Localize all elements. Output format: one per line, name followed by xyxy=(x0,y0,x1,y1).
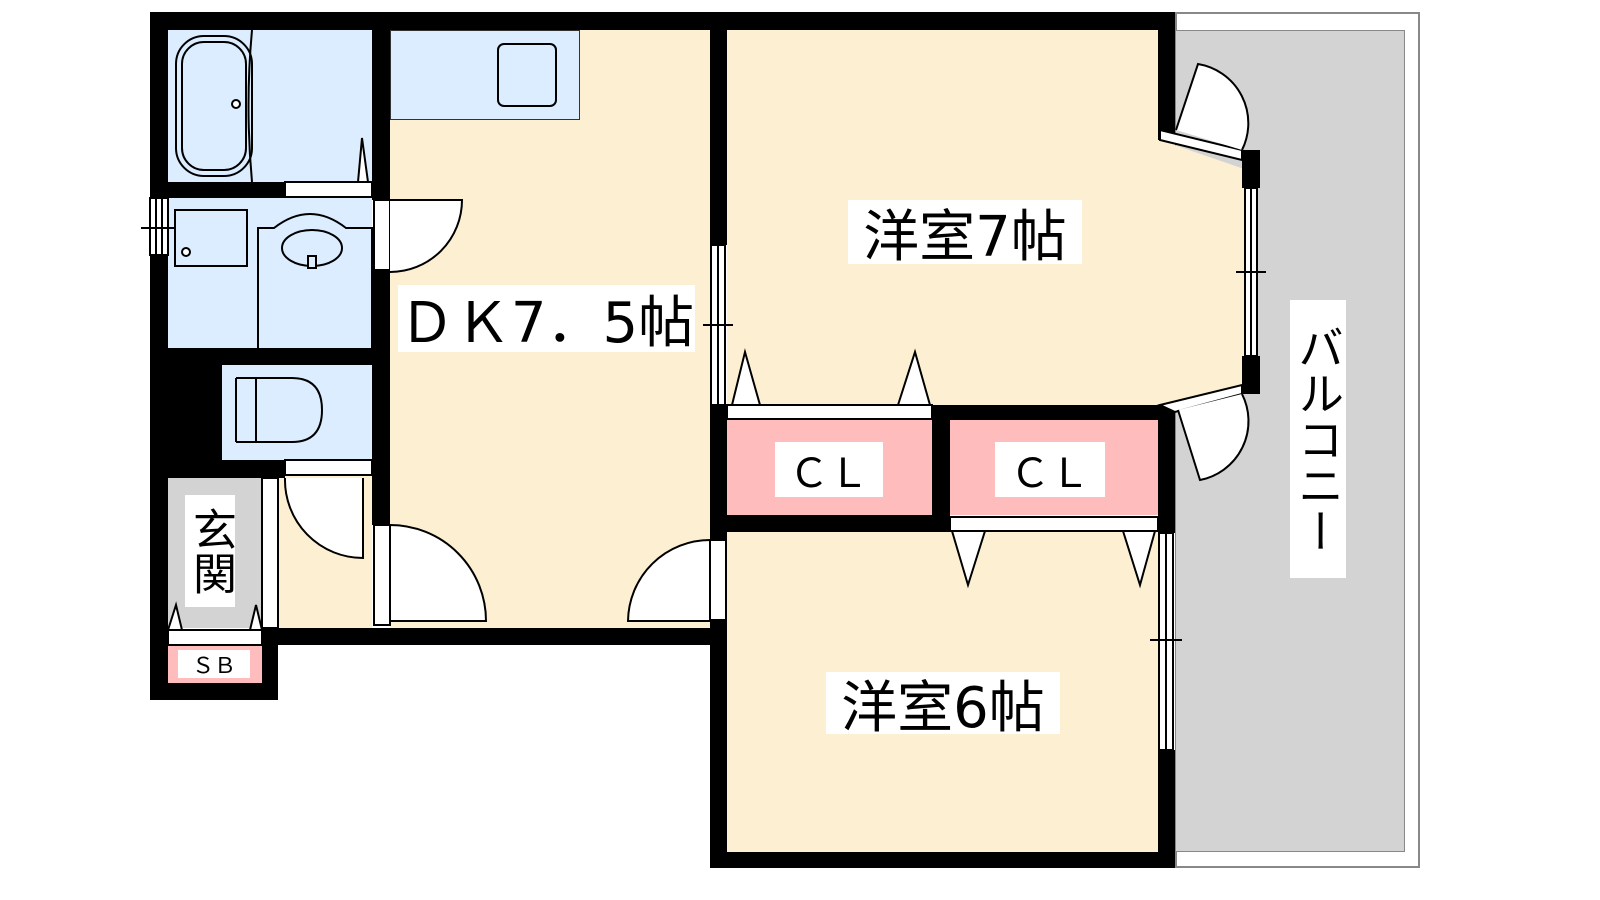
sink xyxy=(497,43,557,107)
western7-label: 洋室7帖 xyxy=(848,200,1082,270)
washing-machine xyxy=(174,209,248,267)
wall xyxy=(710,852,1175,868)
bathtub xyxy=(175,35,253,177)
wall xyxy=(1158,405,1175,533)
shoe-box-label: ＳＢ xyxy=(178,650,250,679)
wall xyxy=(932,405,950,530)
toilet xyxy=(235,377,324,443)
wall xyxy=(262,628,278,700)
wall xyxy=(1242,356,1260,394)
wall xyxy=(372,270,390,525)
door-swing xyxy=(626,538,711,622)
entrance-label: 玄関 xyxy=(185,495,236,607)
balcony-label: バルコニー xyxy=(1290,300,1346,578)
wall xyxy=(710,12,727,245)
wall xyxy=(1158,750,1175,868)
wall xyxy=(1242,150,1260,188)
wall xyxy=(168,348,372,365)
door-swing xyxy=(283,477,364,560)
wall xyxy=(262,628,727,645)
wash-basin xyxy=(257,213,373,348)
wall xyxy=(1158,12,1175,140)
dk-label: ＤＫ7．5帖 xyxy=(398,285,695,356)
door-swing xyxy=(1177,393,1250,482)
wall xyxy=(710,620,727,868)
wall xyxy=(150,365,222,475)
door-swing xyxy=(389,199,464,273)
wall xyxy=(150,12,168,197)
western6-label: 洋室6帖 xyxy=(826,672,1060,741)
wall xyxy=(710,515,950,532)
closet2-label: ＣＬ xyxy=(995,442,1105,497)
wall xyxy=(150,460,285,478)
wall xyxy=(150,12,1175,30)
wall xyxy=(168,182,285,198)
wall xyxy=(150,683,278,700)
closet1-label: ＣＬ xyxy=(775,442,883,497)
door-swing xyxy=(389,523,488,622)
wall xyxy=(372,12,390,200)
door-swing xyxy=(1175,62,1250,151)
wall xyxy=(710,405,727,540)
